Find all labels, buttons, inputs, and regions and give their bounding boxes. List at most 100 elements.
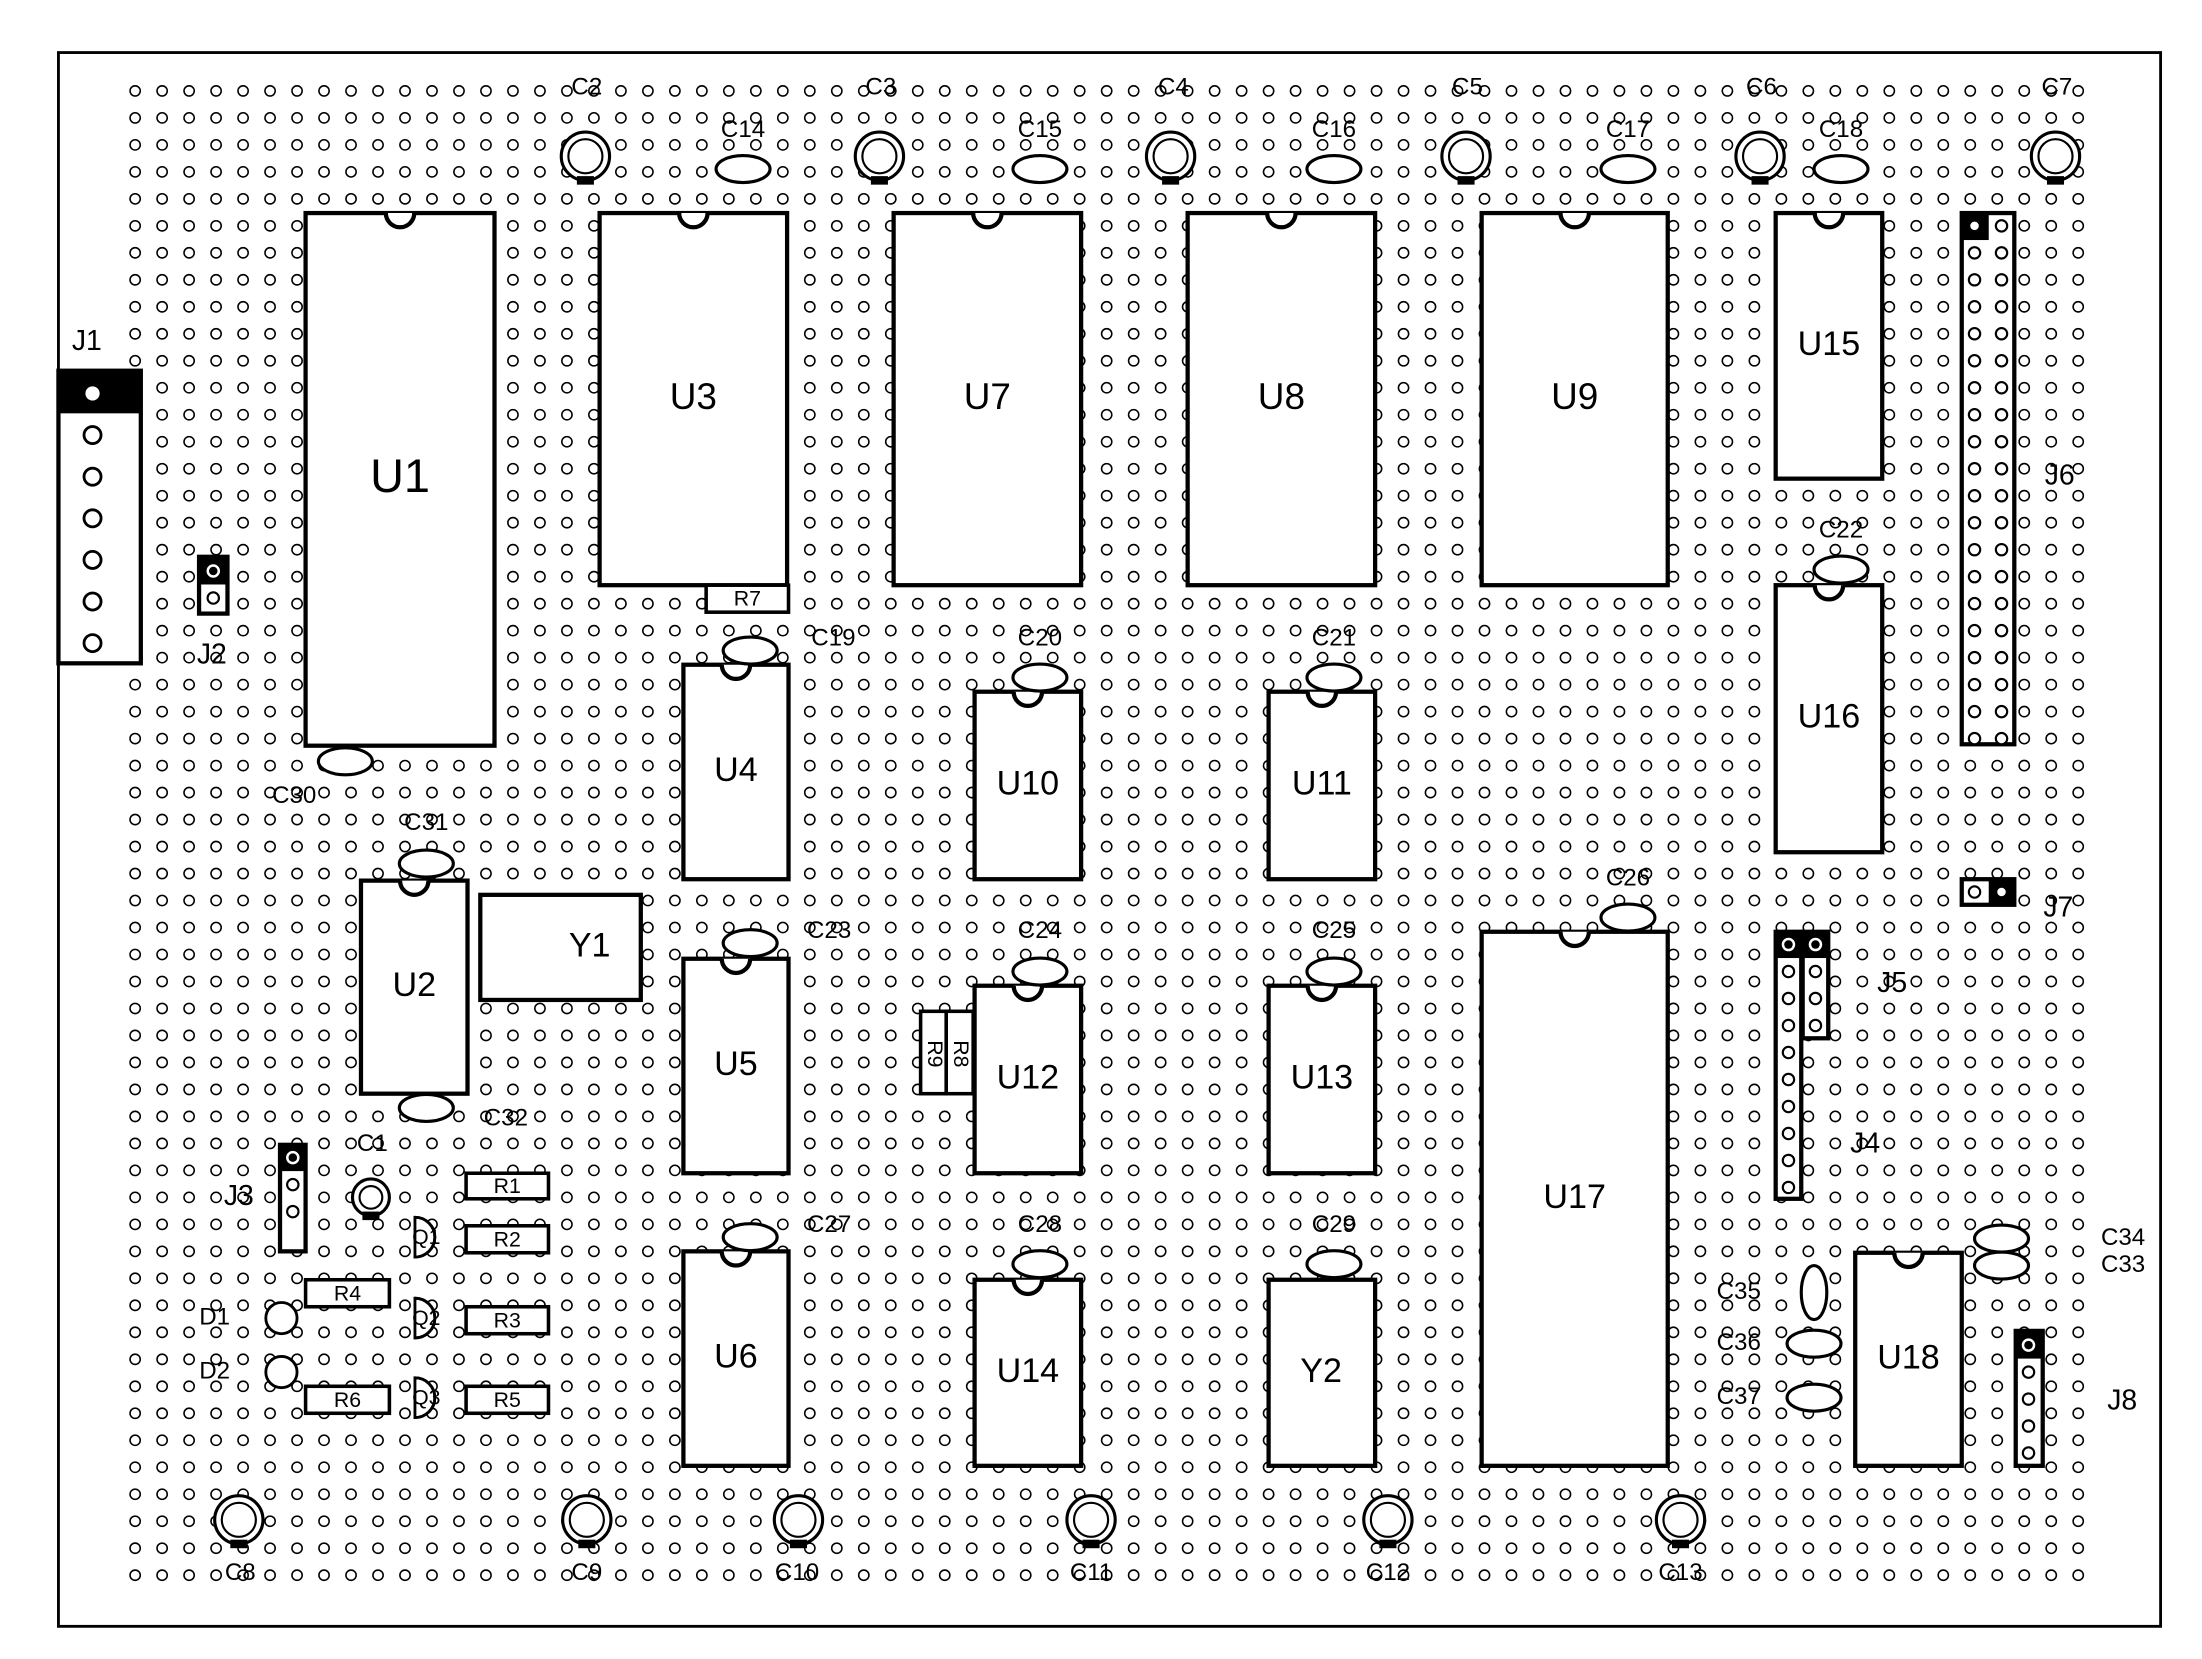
cap-label: C23 xyxy=(807,917,851,944)
pin1-notch xyxy=(971,212,1004,230)
polarity-mark xyxy=(362,1211,380,1221)
electrolytic-c12: C12 xyxy=(1362,1494,1414,1586)
cap-body xyxy=(1305,662,1363,693)
pin-hole xyxy=(286,1177,300,1192)
ic-u3: U3 xyxy=(597,210,790,588)
polarity-mark xyxy=(1162,176,1180,185)
cap-body xyxy=(1799,1263,1829,1322)
resistor-label: R4 xyxy=(334,1281,361,1305)
ic-label: U1 xyxy=(370,450,430,502)
ceramic-c35: C35 xyxy=(1717,1263,1829,1322)
transistor-label: Q2 xyxy=(412,1306,440,1330)
connector-label: J3 xyxy=(224,1180,254,1212)
cap-label: C34 xyxy=(2101,1224,2145,1251)
pin-hole xyxy=(1781,991,1796,1006)
pin1-dot xyxy=(209,566,218,576)
cap-label: C26 xyxy=(1606,865,1650,892)
pin-hole xyxy=(1967,327,1982,341)
cap-inner xyxy=(567,138,604,175)
crystal-label: Y2 xyxy=(1300,1352,1342,1390)
pin-hole xyxy=(1994,461,2009,476)
ic-label: U17 xyxy=(1543,1178,1606,1216)
pin-hole xyxy=(1781,1153,1796,1168)
polarity-mark xyxy=(230,1539,248,1549)
connector-j4: J4 xyxy=(1773,929,1880,1201)
cap-label: C3 xyxy=(865,73,896,100)
pin-hole xyxy=(82,425,103,446)
ic-u4: U4 xyxy=(681,662,791,882)
crystal-y1: Y1 xyxy=(478,892,643,1003)
electrolytic-c2: C2 xyxy=(559,73,612,185)
cap-body xyxy=(397,1092,455,1123)
resistor-label: R1 xyxy=(494,1174,521,1198)
diode-label: D1 xyxy=(199,1303,230,1330)
electrolytic-c11: C11 xyxy=(1065,1494,1117,1586)
ic-body xyxy=(972,689,1084,882)
pin-hole xyxy=(1967,408,1982,422)
diode-d1: D1 xyxy=(199,1301,299,1336)
pin1-notch xyxy=(1011,985,1045,1002)
pin-hole xyxy=(82,466,103,487)
pin-hole xyxy=(1967,542,1982,557)
pin-hole xyxy=(1808,991,1823,1006)
pin-hole xyxy=(1967,488,1982,503)
ic-body xyxy=(358,878,470,1096)
diode-body xyxy=(264,1355,299,1390)
connector-label: J8 xyxy=(2107,1384,2137,1416)
pin1-dot xyxy=(1970,221,1979,231)
ic-u15: U15 xyxy=(1773,210,1885,481)
cap-body xyxy=(721,635,779,666)
cap-label: C12 xyxy=(1366,1559,1410,1586)
cap-body xyxy=(714,153,772,185)
pin-hole xyxy=(1967,354,1982,368)
polarity-mark xyxy=(578,1539,596,1549)
connector-label: J6 xyxy=(2045,460,2075,492)
connector-label: J5 xyxy=(1877,967,1907,999)
cap-body xyxy=(397,848,455,879)
cap-body xyxy=(1972,1250,2031,1281)
resistor-label: R7 xyxy=(734,587,761,611)
transistor-q3: Q3 xyxy=(412,1376,441,1419)
pin-hole xyxy=(82,591,103,612)
ceramic-c17: C17 xyxy=(1599,116,1657,185)
pin-hole xyxy=(1781,964,1796,979)
cap-body xyxy=(1785,1328,1843,1359)
pin1-hole xyxy=(85,386,100,401)
electrolytic-c3: C3 xyxy=(853,73,906,185)
cap-body xyxy=(1972,1223,2031,1254)
ic-u17: U17 xyxy=(1479,929,1670,1468)
cap-body xyxy=(1011,1249,1069,1280)
electrolytic-c13: C13 xyxy=(1654,1494,1707,1586)
connector-label: J4 xyxy=(1850,1127,1880,1159)
crystal-body xyxy=(1266,1277,1378,1468)
connector-j1: J1 xyxy=(56,325,143,666)
resistor-r3: R3 xyxy=(464,1304,551,1336)
pin-hole xyxy=(1967,461,1982,476)
ceramic-c27: C27 xyxy=(721,1211,851,1253)
pin-hole xyxy=(2021,1365,2036,1379)
electrolytic-c8: C8 xyxy=(213,1494,265,1586)
cap-inner xyxy=(1741,138,1779,175)
pin1-notch xyxy=(397,880,431,897)
connector-label: J7 xyxy=(2043,892,2073,924)
pin1-notch xyxy=(1812,585,1846,602)
pin-hole xyxy=(1781,1045,1796,1060)
cap-label: C33 xyxy=(2101,1251,2145,1278)
polarity-mark xyxy=(1671,1539,1690,1549)
electrolytic-c1: C1 xyxy=(350,1130,391,1221)
ic-label: U15 xyxy=(1798,325,1861,363)
ceramic-c34: C34 xyxy=(1972,1223,2145,1254)
pin-hole xyxy=(1967,300,1982,314)
resistor-body xyxy=(464,1224,551,1255)
pin-hole xyxy=(1994,542,2009,557)
pin-hole xyxy=(1994,704,2009,719)
cap-body xyxy=(1011,956,1069,987)
pin-hole xyxy=(1967,246,1982,260)
ic-u18: U18 xyxy=(1853,1250,1964,1468)
resistor-r6: R6 xyxy=(303,1384,392,1416)
transistor-q1: Q1 xyxy=(412,1215,441,1259)
ceramic-c31: C31 xyxy=(397,809,455,879)
cap-label: C35 xyxy=(1717,1278,1761,1305)
ic-body xyxy=(1185,210,1378,588)
